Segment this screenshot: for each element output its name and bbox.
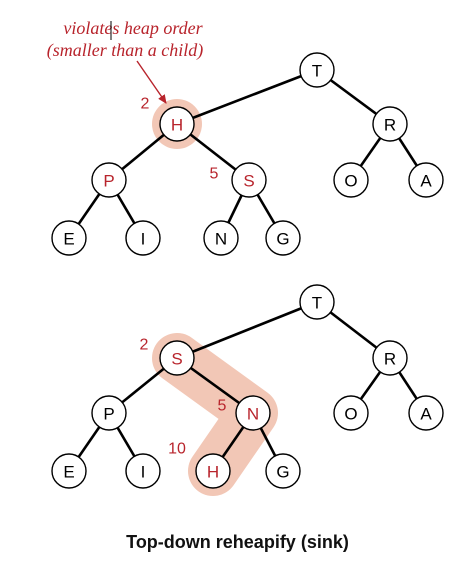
tree2-edge xyxy=(176,300,318,360)
node-circle xyxy=(91,395,127,431)
node-key: I xyxy=(141,463,146,482)
node-circle xyxy=(408,162,444,198)
node-key: R xyxy=(384,116,396,135)
tree2-node-g: G xyxy=(265,453,301,489)
node-key: O xyxy=(344,172,357,191)
node-circle xyxy=(372,340,408,376)
diagram-caption: Top-down reheapify (sink) xyxy=(126,532,349,552)
node-key: H xyxy=(171,116,183,135)
node-circle xyxy=(159,106,195,142)
node-circle xyxy=(231,162,267,198)
node-circle xyxy=(159,340,195,376)
tree2-node-r: R xyxy=(372,340,408,376)
node-circle xyxy=(265,453,301,489)
tree2-node-t: T xyxy=(299,284,335,320)
tree1-node-h: H xyxy=(159,106,195,142)
annotation-line-1: violates heap order xyxy=(63,18,203,38)
node-key: T xyxy=(312,62,322,81)
tree1-node-n: N xyxy=(203,220,239,256)
node-key: E xyxy=(63,230,74,249)
tree2-index-label: 10 xyxy=(168,441,186,458)
node-key: P xyxy=(103,405,114,424)
tree1-index-label: 2 xyxy=(141,96,150,113)
tree1-node-r: R xyxy=(372,106,408,142)
tree1-node-g: G xyxy=(265,220,301,256)
tree1-index-label: 5 xyxy=(210,166,219,183)
node-circle xyxy=(299,284,335,320)
node-circle xyxy=(195,453,231,489)
node-key: H xyxy=(207,463,219,482)
tree2-node-s: S xyxy=(159,340,195,376)
node-circle xyxy=(299,52,335,88)
node-circle xyxy=(51,453,87,489)
node-circle xyxy=(408,395,444,431)
tree2-node-a: A xyxy=(408,395,444,431)
tree1-node-t: T xyxy=(299,52,335,88)
node-key: N xyxy=(247,405,259,424)
tree2-node-p: P xyxy=(91,395,127,431)
node-key: A xyxy=(420,172,432,191)
node-key: G xyxy=(276,463,289,482)
tree1-node-o: O xyxy=(333,162,369,198)
node-key: E xyxy=(63,463,74,482)
node-key: P xyxy=(103,172,114,191)
annotation-arrow xyxy=(136,60,167,104)
node-circle xyxy=(125,453,161,489)
node-key: G xyxy=(276,230,289,249)
node-circle xyxy=(372,106,408,142)
node-key: O xyxy=(344,405,357,424)
node-circle xyxy=(91,162,127,198)
tree1-edge xyxy=(176,68,318,126)
tree2-index-label: 2 xyxy=(140,337,149,354)
node-key: N xyxy=(215,230,227,249)
tree1-node-s: S xyxy=(231,162,267,198)
tree2-index-label: 5 xyxy=(218,398,227,415)
node-key: S xyxy=(243,172,254,191)
node-circle xyxy=(51,220,87,256)
annotation-line-2: (smaller than a child) xyxy=(47,40,203,61)
tree1-node-e: E xyxy=(51,220,87,256)
tree2-node-h: H xyxy=(195,453,231,489)
node-circle xyxy=(125,220,161,256)
node-key: S xyxy=(171,350,182,369)
node-circle xyxy=(333,162,369,198)
tree1-node-i: I xyxy=(125,220,161,256)
node-circle xyxy=(203,220,239,256)
tree1-node-p: P xyxy=(91,162,127,198)
tree2-node-i: I xyxy=(125,453,161,489)
node-key: I xyxy=(141,230,146,249)
node-key: R xyxy=(384,350,396,369)
tree2-node-o: O xyxy=(333,395,369,431)
tree2-node-e: E xyxy=(51,453,87,489)
node-key: A xyxy=(420,405,432,424)
node-circle xyxy=(265,220,301,256)
tree1-node-a: A xyxy=(408,162,444,198)
node-key: T xyxy=(312,294,322,313)
tree2-node-n: N xyxy=(235,395,271,431)
node-circle xyxy=(235,395,271,431)
node-circle xyxy=(333,395,369,431)
